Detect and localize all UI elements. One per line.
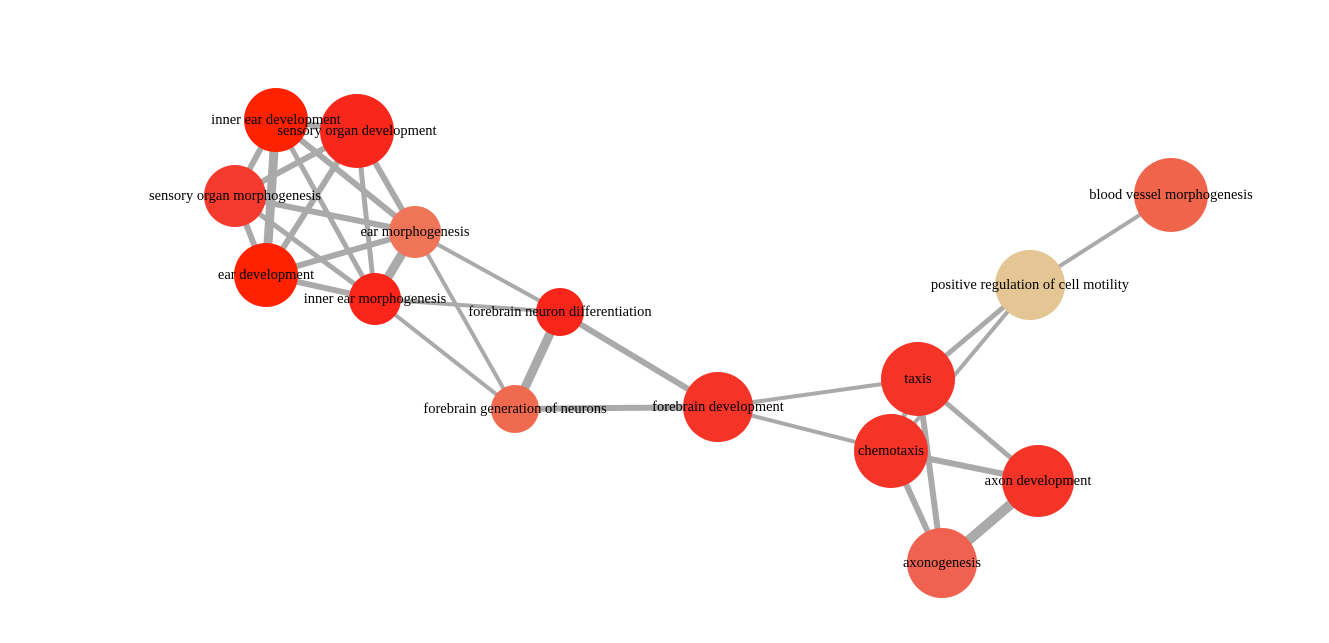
node-taxis[interactable]	[881, 342, 955, 416]
node-fd[interactable]	[683, 372, 753, 442]
node-label-axd: axon development	[985, 473, 1092, 489]
node-label-em: ear morphogenesis	[360, 224, 469, 240]
node-label-bvm: blood vessel morphogenesis	[1089, 187, 1253, 203]
node-label-axg: axonogenesis	[903, 555, 981, 571]
node-label-ed: ear development	[218, 267, 314, 283]
nodes-layer	[204, 88, 1208, 598]
node-iem[interactable]	[349, 273, 401, 325]
node-ied[interactable]	[244, 88, 308, 152]
edge-em-fnd	[414, 230, 561, 314]
node-prcm[interactable]	[995, 250, 1065, 320]
node-label-prcm: positive regulation of cell motility	[931, 277, 1130, 293]
node-em[interactable]	[389, 206, 441, 258]
edge-iem-fgn	[373, 297, 517, 411]
node-label-fd: forebrain development	[652, 399, 784, 415]
node-label-fnd: forebrain neuron differentiation	[468, 304, 652, 320]
node-chemo[interactable]	[854, 414, 928, 488]
node-bvm[interactable]	[1134, 158, 1208, 232]
edge-em-fgn	[413, 231, 517, 410]
node-fnd[interactable]	[536, 288, 584, 336]
node-fgn[interactable]	[491, 385, 539, 433]
node-sod[interactable]	[320, 94, 394, 168]
node-label-som: sensory organ morphogenesis	[149, 188, 321, 204]
node-axd[interactable]	[1002, 445, 1074, 517]
node-label-chemo: chemotaxis	[858, 443, 924, 459]
node-axg[interactable]	[907, 528, 977, 598]
node-ed[interactable]	[234, 243, 298, 307]
node-label-fgn: forebrain generation of neurons	[423, 401, 607, 417]
node-label-taxis: taxis	[904, 371, 932, 387]
edge-ied-iem	[273, 118, 378, 301]
node-label-iem: inner ear morphogenesis	[304, 291, 447, 307]
node-label-sod: sensory organ development	[277, 123, 436, 139]
node-som[interactable]	[204, 165, 266, 227]
node-label-ied: inner ear development	[211, 112, 341, 128]
edge-iem-fnd	[374, 297, 561, 314]
